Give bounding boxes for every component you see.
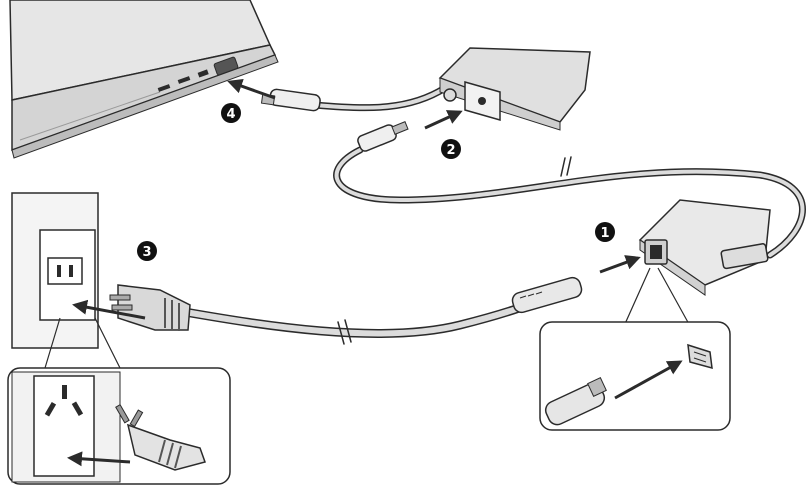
dc-plug	[357, 121, 409, 152]
usb-c-plug	[260, 88, 321, 112]
wall-outlet	[11, 192, 99, 349]
arrow-to-laptop	[227, 78, 276, 100]
callout-badge-2: 2	[441, 139, 461, 159]
arrow-to-adapter	[599, 255, 641, 274]
outlet-leader-lines	[44, 317, 121, 369]
callout-badge-4: 4	[221, 103, 241, 123]
arrow-c5-inset	[614, 360, 683, 400]
callout-label-3: 3	[142, 245, 151, 260]
callout-label-4: 4	[226, 107, 235, 122]
laptop-ports	[157, 56, 239, 92]
callout-badge-3: 3	[137, 241, 157, 261]
arrow-to-outlet	[72, 299, 146, 320]
arrow-to-dongle	[424, 110, 463, 130]
dongle-adapter	[438, 47, 591, 131]
arrows	[67, 78, 683, 467]
callout-badge-1: 1	[595, 222, 615, 242]
arrow-outlet-inset	[67, 451, 131, 467]
mains-plug	[109, 284, 191, 331]
c5-plug	[511, 276, 583, 314]
c5-inset	[539, 321, 731, 431]
callout-label-2: 2	[446, 143, 455, 158]
outlet-inset	[7, 367, 231, 485]
laptop	[9, 0, 279, 159]
power-adapter	[638, 199, 771, 296]
callout-label-1: 1	[600, 226, 609, 241]
